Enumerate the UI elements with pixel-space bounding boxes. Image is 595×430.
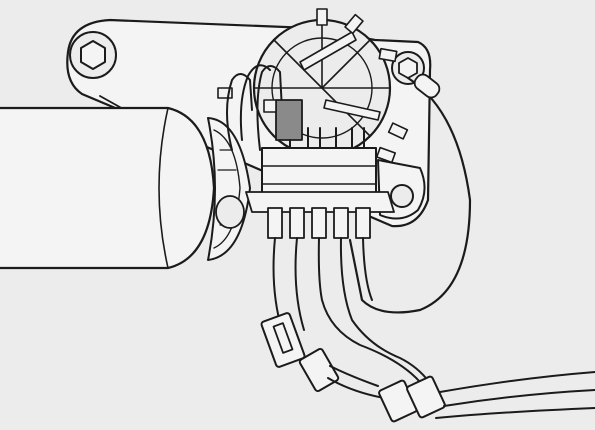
connector-plugs [267, 207, 371, 239]
motor-body [0, 106, 216, 270]
terminal-loops [226, 64, 283, 151]
switch-cover-disc [252, 18, 392, 158]
contact-tabs [217, 8, 409, 164]
terminal-strip [245, 147, 395, 213]
motor-end-cap [207, 117, 251, 261]
relay-block [263, 99, 303, 141]
harness-connector-left [260, 312, 306, 368]
hex-bolt-left [69, 31, 117, 79]
wiring-harness [272, 237, 433, 387]
harness-connector-mid [298, 348, 385, 399]
harness-connector-right [378, 371, 595, 423]
hex-bolt-right [391, 51, 425, 85]
ground-wire-loop [348, 73, 472, 314]
